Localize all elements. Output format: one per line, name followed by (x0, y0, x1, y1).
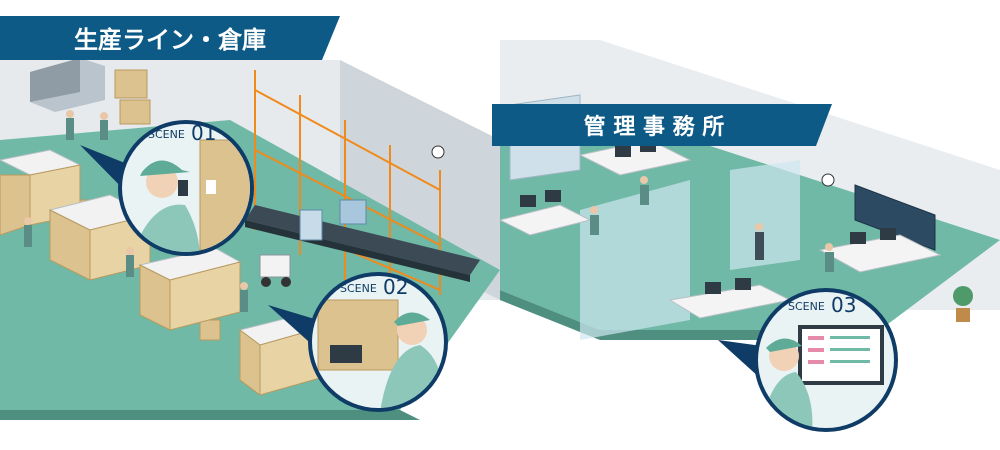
scene-label: SCENE (148, 128, 185, 141)
machine (339, 199, 367, 225)
wall-clock (821, 173, 835, 187)
glass-partition (730, 160, 800, 270)
scene-03-callout: SCENE 03 (718, 288, 898, 432)
scene-number: 03 (831, 293, 856, 317)
shelf-row (138, 247, 242, 331)
glass-partition (580, 180, 690, 340)
callout-pointer (718, 340, 762, 378)
monitor (520, 140, 896, 294)
scene-01-callout: SCENE 01 (80, 120, 254, 256)
callout-pointer (268, 305, 318, 350)
handheld-scanner (178, 180, 188, 196)
truck-side (30, 58, 80, 102)
tablet-device (330, 345, 362, 363)
scene-number: 02 (383, 275, 408, 299)
worker-figure (24, 110, 248, 312)
office-area (431, 40, 1000, 340)
factory-floor-edge (0, 410, 420, 420)
potted-plant (953, 286, 973, 322)
office-worker (590, 176, 834, 272)
scene-label: SCENE (788, 300, 825, 313)
scene-number: 01 (191, 121, 216, 145)
wall-clock (431, 145, 445, 159)
forklift (259, 254, 291, 287)
machine (299, 209, 323, 241)
banner-office: 管 理 事 務 所 (492, 104, 832, 146)
banner-factory: 生産ライン・倉庫 (0, 16, 340, 60)
banner-office-text: 管 理 事 務 所 (584, 114, 725, 140)
office-floor-edge (500, 290, 600, 340)
scene-label: SCENE (340, 282, 377, 295)
banner-factory-text: 生産ライン・倉庫 (74, 26, 266, 54)
